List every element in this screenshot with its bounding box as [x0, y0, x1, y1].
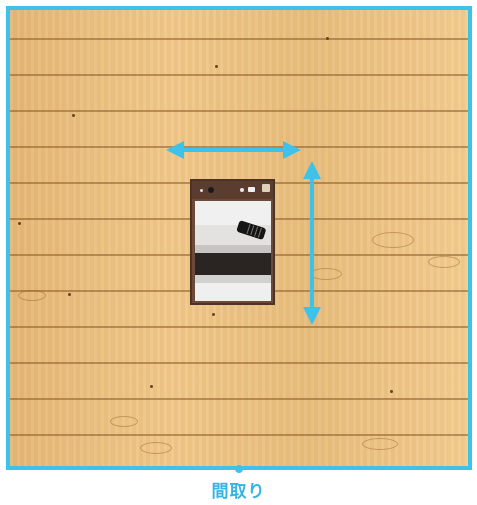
wood-knot-grain	[362, 438, 398, 450]
caption-label: 間取り	[211, 482, 266, 502]
floor-knot	[390, 390, 393, 393]
floor-knot	[150, 385, 153, 388]
headboard	[192, 181, 273, 199]
bed-mattress	[195, 201, 271, 301]
double-headed-horizontal-arrow	[166, 141, 301, 159]
floor-knot	[68, 293, 71, 296]
double-headed-vertical-arrow	[303, 161, 321, 325]
floor-knot	[212, 313, 215, 316]
bed-unit[interactable]	[190, 179, 275, 305]
floor-knot	[215, 65, 218, 68]
duvet-band	[195, 253, 271, 275]
headboard-knob	[240, 188, 244, 192]
wood-knot-grain	[140, 442, 172, 454]
wood-knot-grain	[372, 232, 414, 248]
duvet-band	[195, 283, 271, 301]
duvet-band	[195, 245, 271, 253]
headboard-lamp	[262, 184, 270, 192]
headboard-knob	[248, 187, 255, 192]
floor-anchor-dot	[235, 465, 243, 473]
headboard-knob	[200, 189, 203, 192]
wood-knot-grain	[18, 290, 46, 301]
floor-knot	[18, 222, 21, 225]
headboard-knob	[208, 187, 214, 193]
pillow-icon	[236, 220, 266, 240]
duvet-band	[195, 275, 271, 283]
floor-knot	[326, 37, 329, 40]
floor-knot	[72, 114, 75, 117]
wood-knot-grain	[110, 416, 138, 427]
duvet-band	[195, 201, 271, 225]
wood-knot-grain	[428, 256, 460, 268]
